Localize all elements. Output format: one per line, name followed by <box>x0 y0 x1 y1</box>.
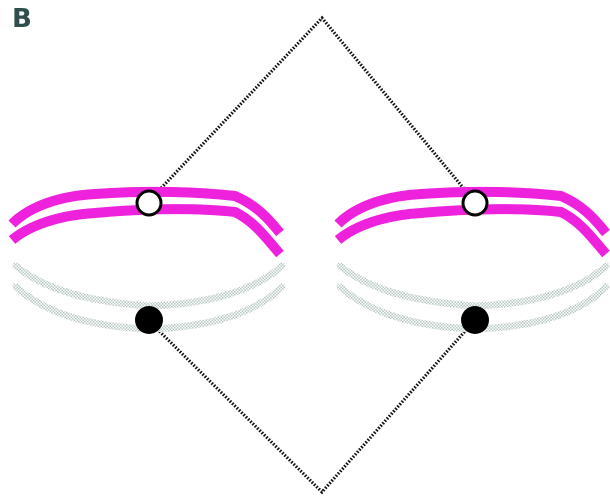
outline-upper <box>148 18 475 202</box>
right-open-marker <box>463 191 487 215</box>
right-filled-marker <box>461 306 489 334</box>
left-open-marker <box>137 191 161 215</box>
right-lower-strand-outer <box>340 266 606 306</box>
left-lower-strand-outer <box>16 266 282 306</box>
outline-lower <box>148 320 475 492</box>
dotted-outline <box>148 18 475 492</box>
left-filled-marker <box>135 306 163 334</box>
